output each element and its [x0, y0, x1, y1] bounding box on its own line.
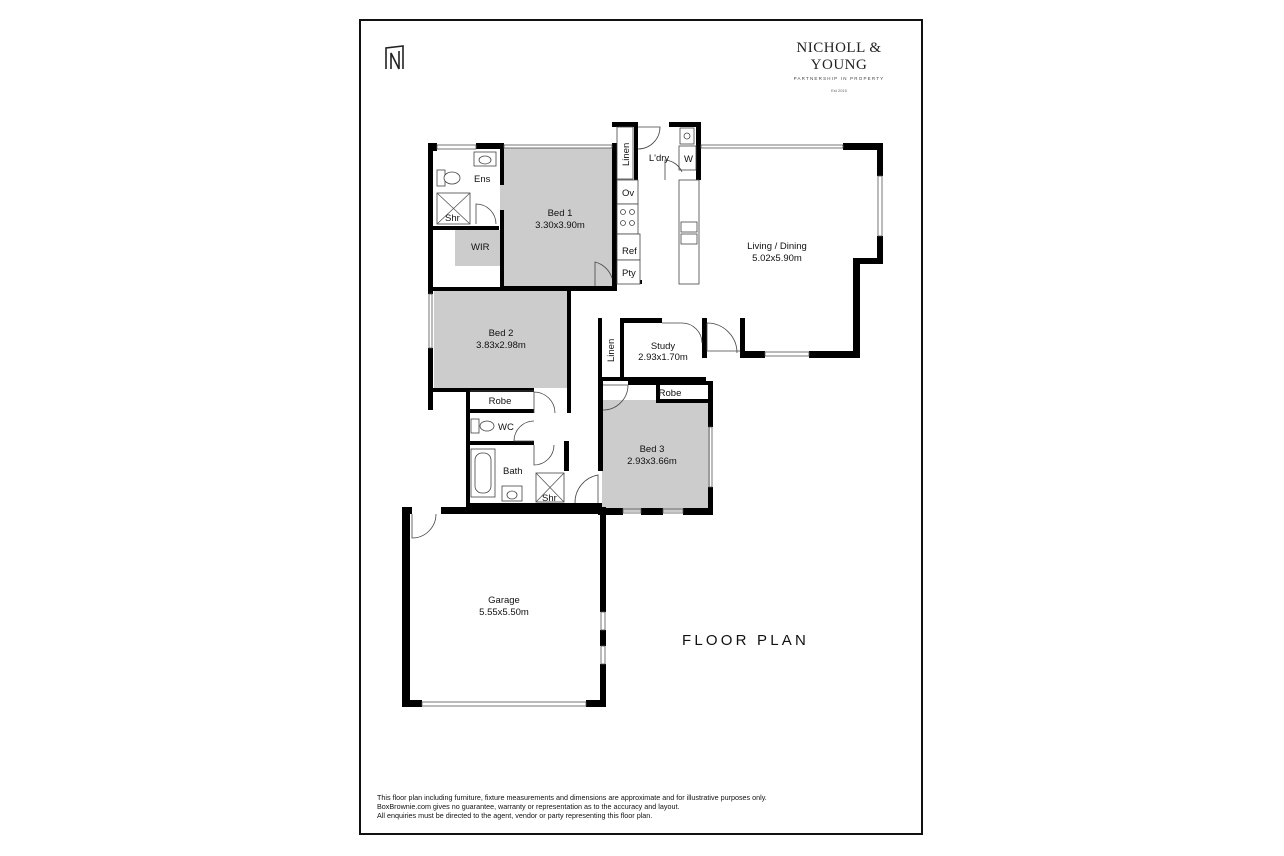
disclaimer: This floor plan including furniture, fix… — [377, 793, 897, 820]
bed1-fill — [455, 148, 616, 286]
label-garage-name: Garage — [488, 595, 520, 606]
room-fills — [434, 148, 710, 512]
label-bed2-size: 3.83x2.98m — [476, 340, 526, 351]
fixtures — [411, 126, 740, 539]
label-wir: WIR — [471, 242, 490, 253]
brand-block: NICHOLL & YOUNG PARTNERSHIP IN PROPERTY … — [773, 40, 905, 93]
bed2-fill — [434, 288, 568, 388]
label-bed1-size: 3.30x3.90m — [535, 220, 585, 231]
floor-plan-title: FLOOR PLAN — [682, 632, 810, 649]
label-bed3-size: 2.93x3.66m — [627, 456, 677, 467]
label-study-name: Study — [651, 341, 676, 352]
label-linen-hall: Linen — [606, 339, 617, 362]
label-shr-bath: Shr — [542, 493, 557, 504]
label-w: W — [684, 154, 693, 165]
disclaimer-line: BoxBrownie.com gives no guarantee, warra… — [377, 802, 680, 811]
n-monogram-icon — [385, 45, 404, 70]
label-robe-bed3: Robe — [659, 388, 682, 399]
label-bed2-name: Bed 2 — [489, 328, 514, 339]
label-ens: Ens — [474, 174, 491, 185]
bed3-fill — [602, 400, 710, 512]
label-living-size: 5.02x5.90m — [752, 253, 802, 264]
label-bed1-name: Bed 1 — [548, 208, 573, 219]
label-ov: Ov — [622, 188, 634, 199]
label-study-size: 2.93x1.70m — [638, 352, 688, 363]
label-shr-ens: Shr — [445, 213, 460, 224]
brand-established: Est 2015 — [831, 88, 847, 93]
label-pty: Pty — [622, 268, 636, 279]
label-ref: Ref — [622, 246, 637, 257]
disclaimer-line: All enquiries must be directed to the ag… — [377, 811, 653, 820]
label-living-name: Living / Dining — [747, 241, 807, 252]
label-bed3-name: Bed 3 — [640, 444, 665, 455]
label-wc: WC — [498, 422, 514, 433]
windows — [421, 144, 883, 707]
brand-tagline: PARTNERSHIP IN PROPERTY — [793, 76, 885, 81]
disclaimer-line: This floor plan including furniture, fix… — [377, 793, 767, 802]
label-linen-laundry: Linen — [621, 143, 632, 166]
label-garage-size: 5.55x5.50m — [479, 607, 529, 618]
label-ldry: L'dry — [649, 153, 670, 164]
room-labels: Ens Shr WIR Bed 1 3.30x3.90m Linen L'dry… — [445, 143, 807, 618]
label-robe-bed2: Robe — [489, 396, 512, 407]
label-bath: Bath — [503, 466, 523, 477]
brand-name: NICHOLL & YOUNG — [796, 40, 882, 73]
